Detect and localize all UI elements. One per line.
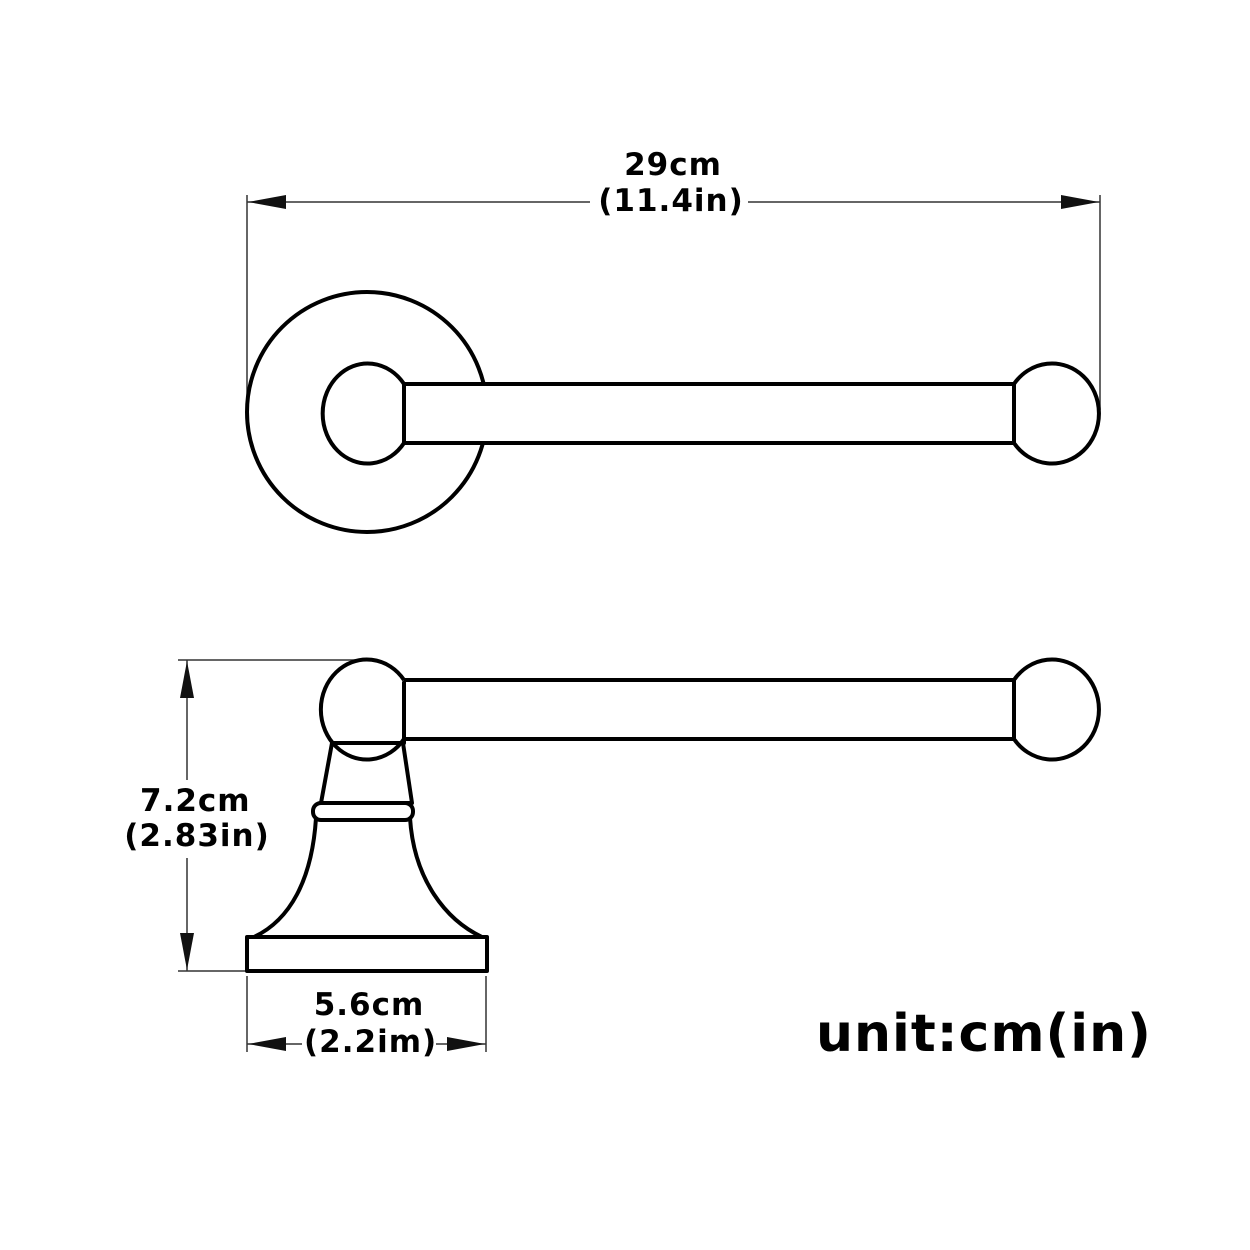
arrow-left-icon xyxy=(248,195,286,209)
side-end-cap xyxy=(1012,657,1101,762)
collar-ring xyxy=(311,801,415,822)
top-view xyxy=(245,290,1101,534)
arrow-down-icon xyxy=(180,933,194,970)
unit-note: unit:cm(in) xyxy=(816,1004,1152,1064)
arrow-right-icon xyxy=(1061,195,1099,209)
base-plate xyxy=(245,935,489,973)
length-in-label: (11.4in) xyxy=(596,186,746,217)
length-cm-label: 29cm xyxy=(614,150,732,181)
base-width-cm-label: 5.6cm xyxy=(313,987,425,1023)
length-dimension-line xyxy=(246,195,1101,410)
wall-plate-inner xyxy=(320,361,406,466)
arrow-right-icon xyxy=(447,1037,485,1051)
top-end-cap xyxy=(1012,361,1101,466)
arrow-up-icon xyxy=(180,661,194,698)
side-view xyxy=(245,657,1101,973)
base-flare xyxy=(252,816,484,939)
arrow-left-icon xyxy=(248,1037,286,1051)
height-in-label: (2.83in) xyxy=(124,818,270,854)
side-bar xyxy=(402,678,1018,741)
top-bar xyxy=(402,382,1018,445)
post-ball xyxy=(318,657,406,762)
base-width-in-label: (2.2im) xyxy=(304,1024,438,1060)
height-cm-label: 7.2cm xyxy=(140,783,251,819)
